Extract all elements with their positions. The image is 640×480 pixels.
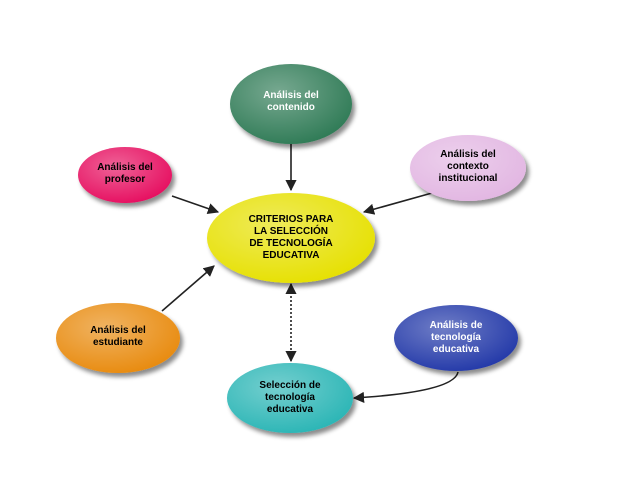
node-analisis-contenido (230, 64, 352, 144)
node-analisis-tecnologia (394, 305, 518, 371)
node-seleccion-tecnologia (227, 363, 353, 433)
connector-tecnologia-to-seleccion (352, 371, 459, 403)
node-analisis-profesor (78, 147, 172, 203)
connector-contexto-to-criterios (362, 192, 433, 215)
node-analisis-contexto (410, 135, 526, 201)
node-criterios-center (207, 193, 375, 283)
connector-estudiante-to-criterios (161, 265, 215, 312)
node-analisis-estudiante (56, 303, 180, 373)
connector-profesor-to-criterios (171, 195, 220, 214)
